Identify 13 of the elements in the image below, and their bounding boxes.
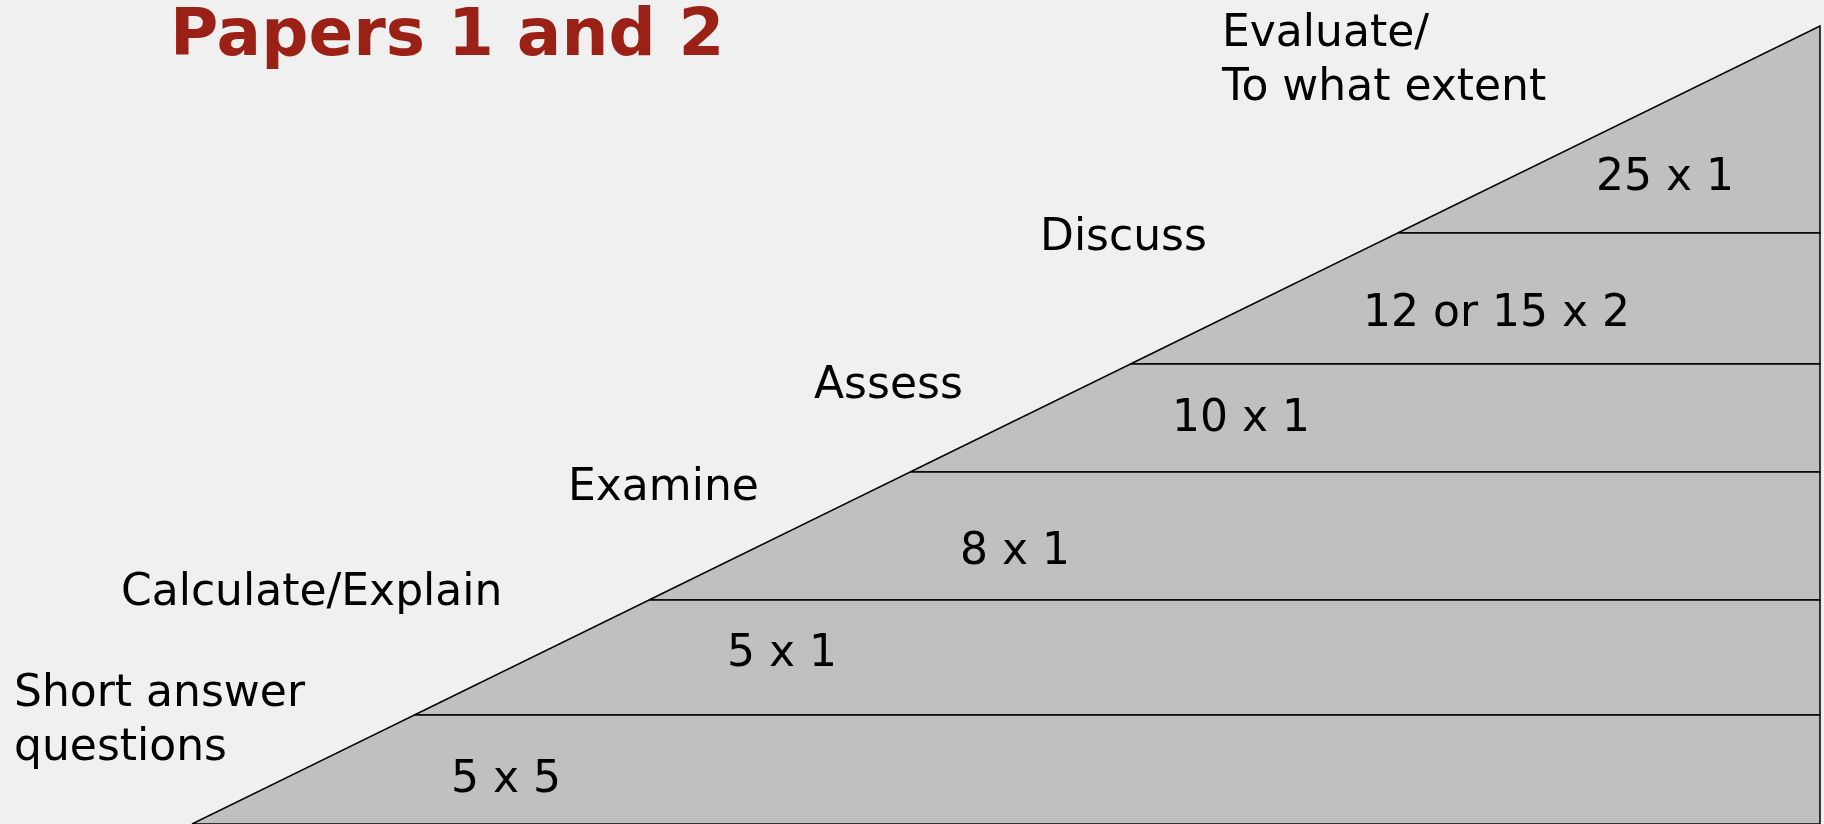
marks-label: 12 or 15 x 2 bbox=[1363, 284, 1630, 338]
command-term-label: Discuss bbox=[1040, 208, 1207, 262]
marks-label: 8 x 1 bbox=[960, 522, 1070, 576]
marks-label: 25 x 1 bbox=[1596, 148, 1734, 202]
command-term-label: Calculate/Explain bbox=[121, 563, 503, 617]
command-term-label: Evaluate/ To what extent bbox=[1222, 4, 1547, 112]
command-term-label: Short answer questions bbox=[14, 664, 305, 772]
command-term-label: Assess bbox=[814, 356, 963, 410]
command-term-label: Examine bbox=[568, 458, 759, 512]
marks-label: 5 x 1 bbox=[727, 624, 837, 678]
marks-label: 5 x 5 bbox=[451, 750, 561, 804]
marks-label: 10 x 1 bbox=[1172, 389, 1310, 443]
title: Papers 1 and 2 bbox=[170, 0, 725, 71]
